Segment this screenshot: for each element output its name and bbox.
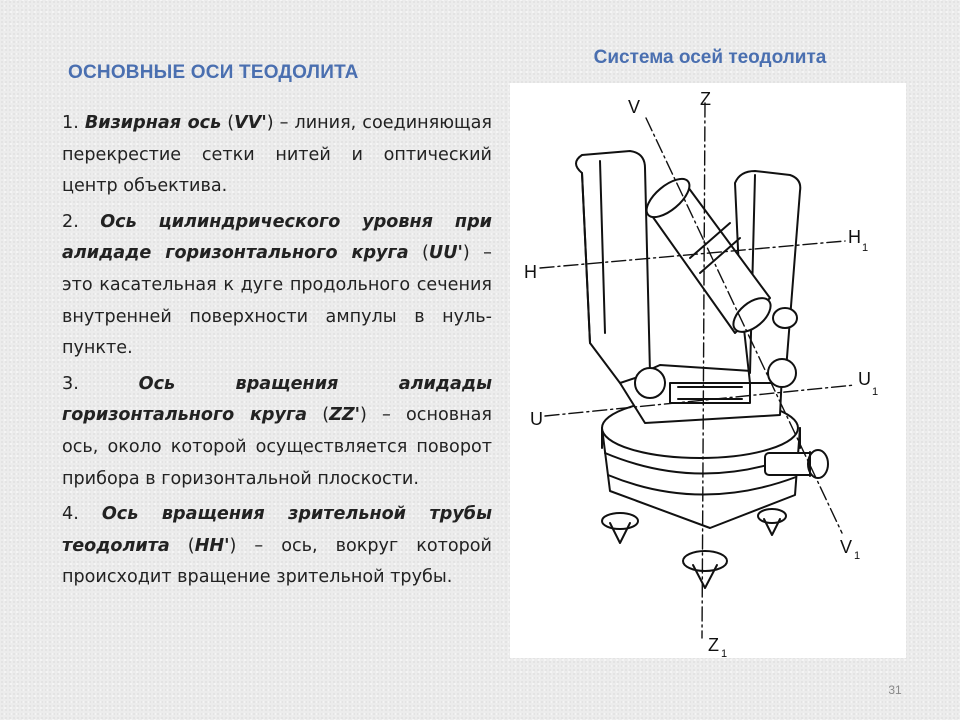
axis-item-4: 4. Ось вращения зрительной трубы теодоли… (62, 499, 492, 594)
label-v: V (628, 97, 640, 117)
item-term: Ось вращения зрительной трубы теодолита (62, 504, 493, 556)
item-abbr-open: ( (169, 535, 195, 556)
telescope (634, 177, 798, 399)
label-h1: H (848, 227, 861, 247)
label-z: Z (700, 89, 711, 109)
axis-lines (539, 102, 856, 639)
label-u1: U (858, 369, 871, 389)
item-abbr: ZZ' (329, 405, 361, 426)
left-standard (575, 150, 651, 384)
label-u: U (530, 409, 543, 429)
item-text: ) – линия, соединяющая перекрестие сетки… (62, 113, 492, 197)
axis-item-3: 3. Ось вращения алидады горизонтального … (62, 369, 492, 495)
item-abbr-open: ( (307, 405, 330, 426)
item-text: ) – это касательная к дуге продольного с… (62, 243, 492, 359)
axis-zz (701, 102, 706, 639)
label-h1-sub: 1 (862, 242, 868, 254)
item-abbr: UU' (428, 243, 463, 264)
axis-hh (539, 240, 846, 269)
item-abbr: HH' (194, 535, 230, 556)
label-h: H (524, 262, 537, 282)
item-number: 1. (62, 113, 79, 133)
theodolite-figure: V Z H H 1 U U 1 V 1 Z 1 (510, 83, 906, 658)
item-abbr-open: ( (408, 243, 429, 264)
item-term: Ось вращения алидады горизонтального кру… (62, 373, 492, 426)
label-v1-sub: 1 (854, 550, 860, 562)
page-number: 31 (888, 683, 902, 697)
item-number: 3. (62, 373, 79, 394)
item-number: 4. (62, 504, 79, 525)
item-term: Ось цилиндрического уровня при алидаде г… (62, 211, 492, 264)
axis-vv (645, 117, 843, 534)
axis-item-1: 1. Визирная ось (VV') – линия, соединяющ… (62, 108, 492, 203)
tangent-screw (764, 449, 829, 479)
axis-labels: V Z H H 1 U U 1 V 1 Z 1 (524, 89, 878, 658)
item-abbr-open: ( (221, 113, 235, 133)
slide-title: ОСНОВНЫЕ ОСИ ТЕОДОЛИТА (68, 62, 359, 83)
label-z1: Z (708, 635, 719, 655)
label-v1: V (840, 537, 852, 557)
axis-item-2: 2. Ось цилиндрического уровня при алидад… (62, 207, 492, 365)
foot-screws (601, 508, 787, 589)
item-text: ) – ось, вокруг которой происходит враще… (62, 535, 492, 588)
axis-uu (544, 384, 856, 417)
item-text: ) – основная ось, около которой осуществ… (62, 405, 492, 489)
axes-description: 1. Визирная ось (VV') – линия, соединяющ… (62, 108, 492, 598)
item-abbr: VV' (234, 113, 267, 133)
theodolite-drawing: V Z H H 1 U U 1 V 1 Z 1 (524, 89, 878, 658)
item-number: 2. (62, 211, 79, 232)
item-term: Визирная ось (84, 113, 222, 133)
label-u1-sub: 1 (872, 386, 878, 398)
figure-title: Система осей теодолита (593, 47, 827, 68)
label-z1-sub: 1 (721, 648, 727, 658)
